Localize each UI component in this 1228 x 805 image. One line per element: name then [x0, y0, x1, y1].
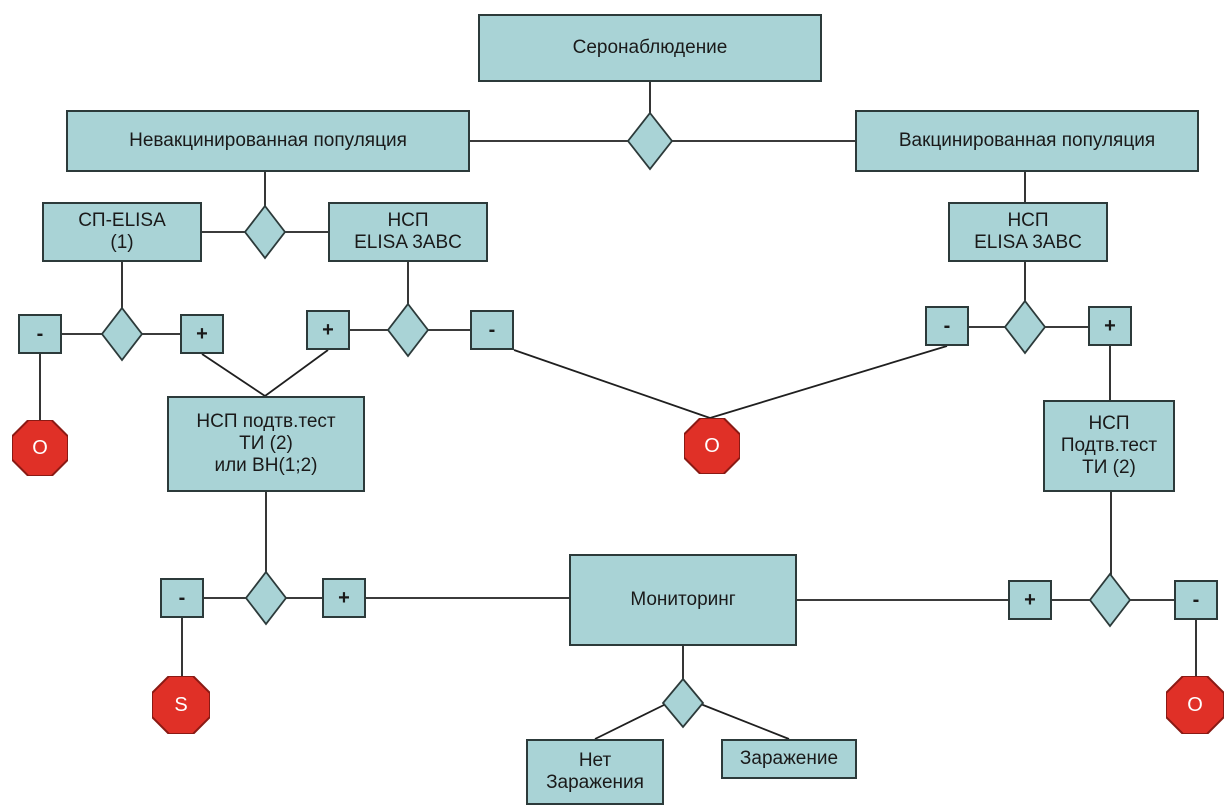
- stop-label: S: [174, 693, 188, 716]
- node-nsp-elisa-left: НСП ELISA 3ABC: [328, 202, 488, 262]
- stop-octagon-o-right: O: [1166, 676, 1224, 734]
- sign-minus-sp-elisa: -: [18, 314, 62, 354]
- sign-minus-confirm-left: -: [160, 578, 204, 618]
- connector-line: [709, 345, 948, 419]
- node-sp-elisa: СП-ELISA (1): [42, 202, 202, 262]
- sign-plus-sp-elisa: +: [180, 314, 224, 354]
- stop-octagon-o-left: O: [12, 420, 68, 476]
- stop-label: O: [1187, 693, 1203, 716]
- node-unvaccinated-population: Невакцинированная популяция: [66, 110, 470, 172]
- connector-line: [513, 349, 711, 419]
- sign-minus-confirm-right: -: [1174, 580, 1218, 620]
- node-seronablyudenie: Серонаблюдение: [478, 14, 822, 82]
- node-vaccinated-population: Вакцинированная популяция: [855, 110, 1199, 172]
- decision-diamond: [243, 204, 287, 260]
- sign-plus-nsp-left: +: [306, 310, 350, 350]
- octagon-icon: [684, 418, 740, 474]
- decision-diamond: [1003, 299, 1047, 355]
- sign-plus-nsp-right: +: [1088, 306, 1132, 346]
- connector-line: [697, 702, 790, 740]
- connector-line: [201, 353, 266, 397]
- node-infection: Заражение: [721, 739, 857, 779]
- stop-label: O: [32, 436, 48, 459]
- node-no-infection: Нет Заражения: [526, 739, 664, 805]
- sign-plus-confirm-right: +: [1008, 580, 1052, 620]
- node-monitoring: Мониторинг: [569, 554, 797, 646]
- decision-diamond: [100, 306, 144, 362]
- stop-octagon-o-center: O: [684, 418, 740, 474]
- node-nsp-confirm-right: НСП Подтв.тест ТИ (2): [1043, 400, 1175, 492]
- sign-minus-nsp-right: -: [925, 306, 969, 346]
- sign-minus-nsp-left: -: [470, 310, 514, 350]
- connector-line: [594, 702, 669, 740]
- connector-line: [264, 349, 329, 397]
- node-nsp-elisa-right: НСП ELISA 3ABC: [948, 202, 1108, 262]
- decision-diamond: [1088, 572, 1132, 628]
- decision-diamond: [386, 302, 430, 358]
- stop-label: O: [704, 434, 720, 457]
- octagon-icon: [1166, 676, 1224, 734]
- decision-diamond: [661, 677, 705, 729]
- sign-plus-confirm-left: +: [322, 578, 366, 618]
- decision-diamond: [244, 570, 288, 626]
- octagon-icon: [12, 420, 68, 476]
- decision-diamond: [626, 111, 674, 171]
- octagon-icon: [152, 676, 210, 734]
- node-nsp-confirm-left: НСП подтв.тест ТИ (2) или ВН(1;2): [167, 396, 365, 492]
- stop-octagon-s: S: [152, 676, 210, 734]
